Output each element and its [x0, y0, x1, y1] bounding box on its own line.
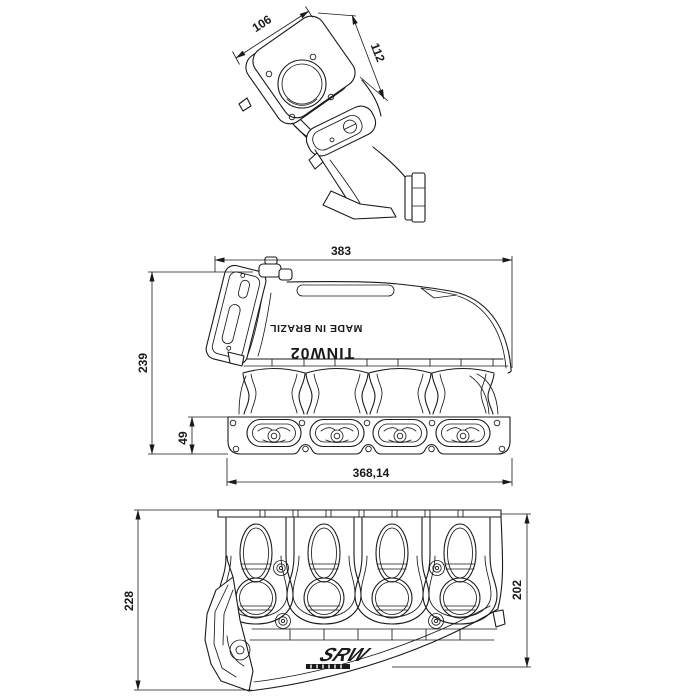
- logo-underline-bar: [306, 664, 350, 669]
- dim-label-base-flange-height: 49: [176, 431, 190, 445]
- extension-lines: [148, 271, 253, 455]
- dim-label-flange-depth: 112: [368, 41, 388, 64]
- dim-228: 228: [122, 509, 252, 691]
- flange-tabs: [259, 509, 464, 518]
- plate-slot-short: [237, 279, 251, 299]
- plate-cap: [258, 256, 293, 281]
- logo-text: SRW: [315, 644, 374, 665]
- tube-tab: [308, 152, 324, 170]
- dim-label-height-right: 202: [510, 580, 524, 600]
- base-flange: [227, 416, 511, 455]
- dim-49: 49: [176, 416, 228, 455]
- flange-bolt-holes: [265, 53, 335, 121]
- origin-marking-text: MADE IN BRAZIL: [270, 322, 363, 334]
- runner-columns: [218, 517, 498, 625]
- brand-logo: SRW: [306, 644, 374, 669]
- dim-label-overall-length: 383: [331, 244, 351, 258]
- dim-383: 383: [214, 244, 513, 368]
- plenum-wedge-tab: [420, 287, 458, 299]
- outlet-foot: [322, 190, 397, 220]
- flange-side-tab: [238, 97, 252, 112]
- dimension-line: [235, 10, 310, 59]
- bore-chamfer-arc: [286, 98, 318, 106]
- runner-band: [243, 358, 512, 374]
- plate-lower-tab: [227, 351, 245, 367]
- outlet-flange: [322, 172, 426, 223]
- dim-239: 239: [136, 271, 253, 455]
- front-view: SRW 228 202: [122, 509, 531, 692]
- plenum-top-edge: [286, 281, 512, 370]
- plenum-bottom-curve: [248, 608, 499, 692]
- dim-202: 202: [392, 513, 531, 668]
- right-end-tab: [492, 609, 506, 628]
- plate-slot-long: [221, 304, 241, 345]
- bottom-sweep: [248, 516, 506, 692]
- throttle-bore: [277, 59, 327, 109]
- logo-bar-hatching: [310, 664, 342, 669]
- mount-bracket: [204, 555, 254, 692]
- iso-view: 106 112: [232, 6, 426, 223]
- dim-label-height-left: 228: [122, 591, 136, 611]
- dimension-line: [351, 14, 385, 100]
- plenum-joint-band: [249, 628, 498, 641]
- dim-112: 112: [317, 12, 389, 102]
- plenum-rib: [296, 284, 395, 297]
- part-number-text: TINW02: [290, 344, 355, 361]
- dim-label-overall-height: 239: [136, 353, 150, 373]
- extension-lines: [134, 509, 252, 691]
- side-view: MADE IN BRAZIL TINW02 383 239 49 368,14: [136, 244, 513, 486]
- flange-bolt-holes: [229, 419, 506, 453]
- dim-label-base-flange-length: 368,14: [353, 466, 390, 480]
- dim-368-14: 368,14: [226, 458, 513, 486]
- runner-bells: [238, 367, 499, 415]
- throttle-plate: [205, 256, 293, 367]
- right-edge: [497, 516, 504, 609]
- throttle-bore-inner: [281, 63, 323, 105]
- dim-label-flange-width: 106: [250, 12, 275, 35]
- top-flange-bar: [217, 509, 502, 518]
- base-flange-outline: [227, 416, 511, 455]
